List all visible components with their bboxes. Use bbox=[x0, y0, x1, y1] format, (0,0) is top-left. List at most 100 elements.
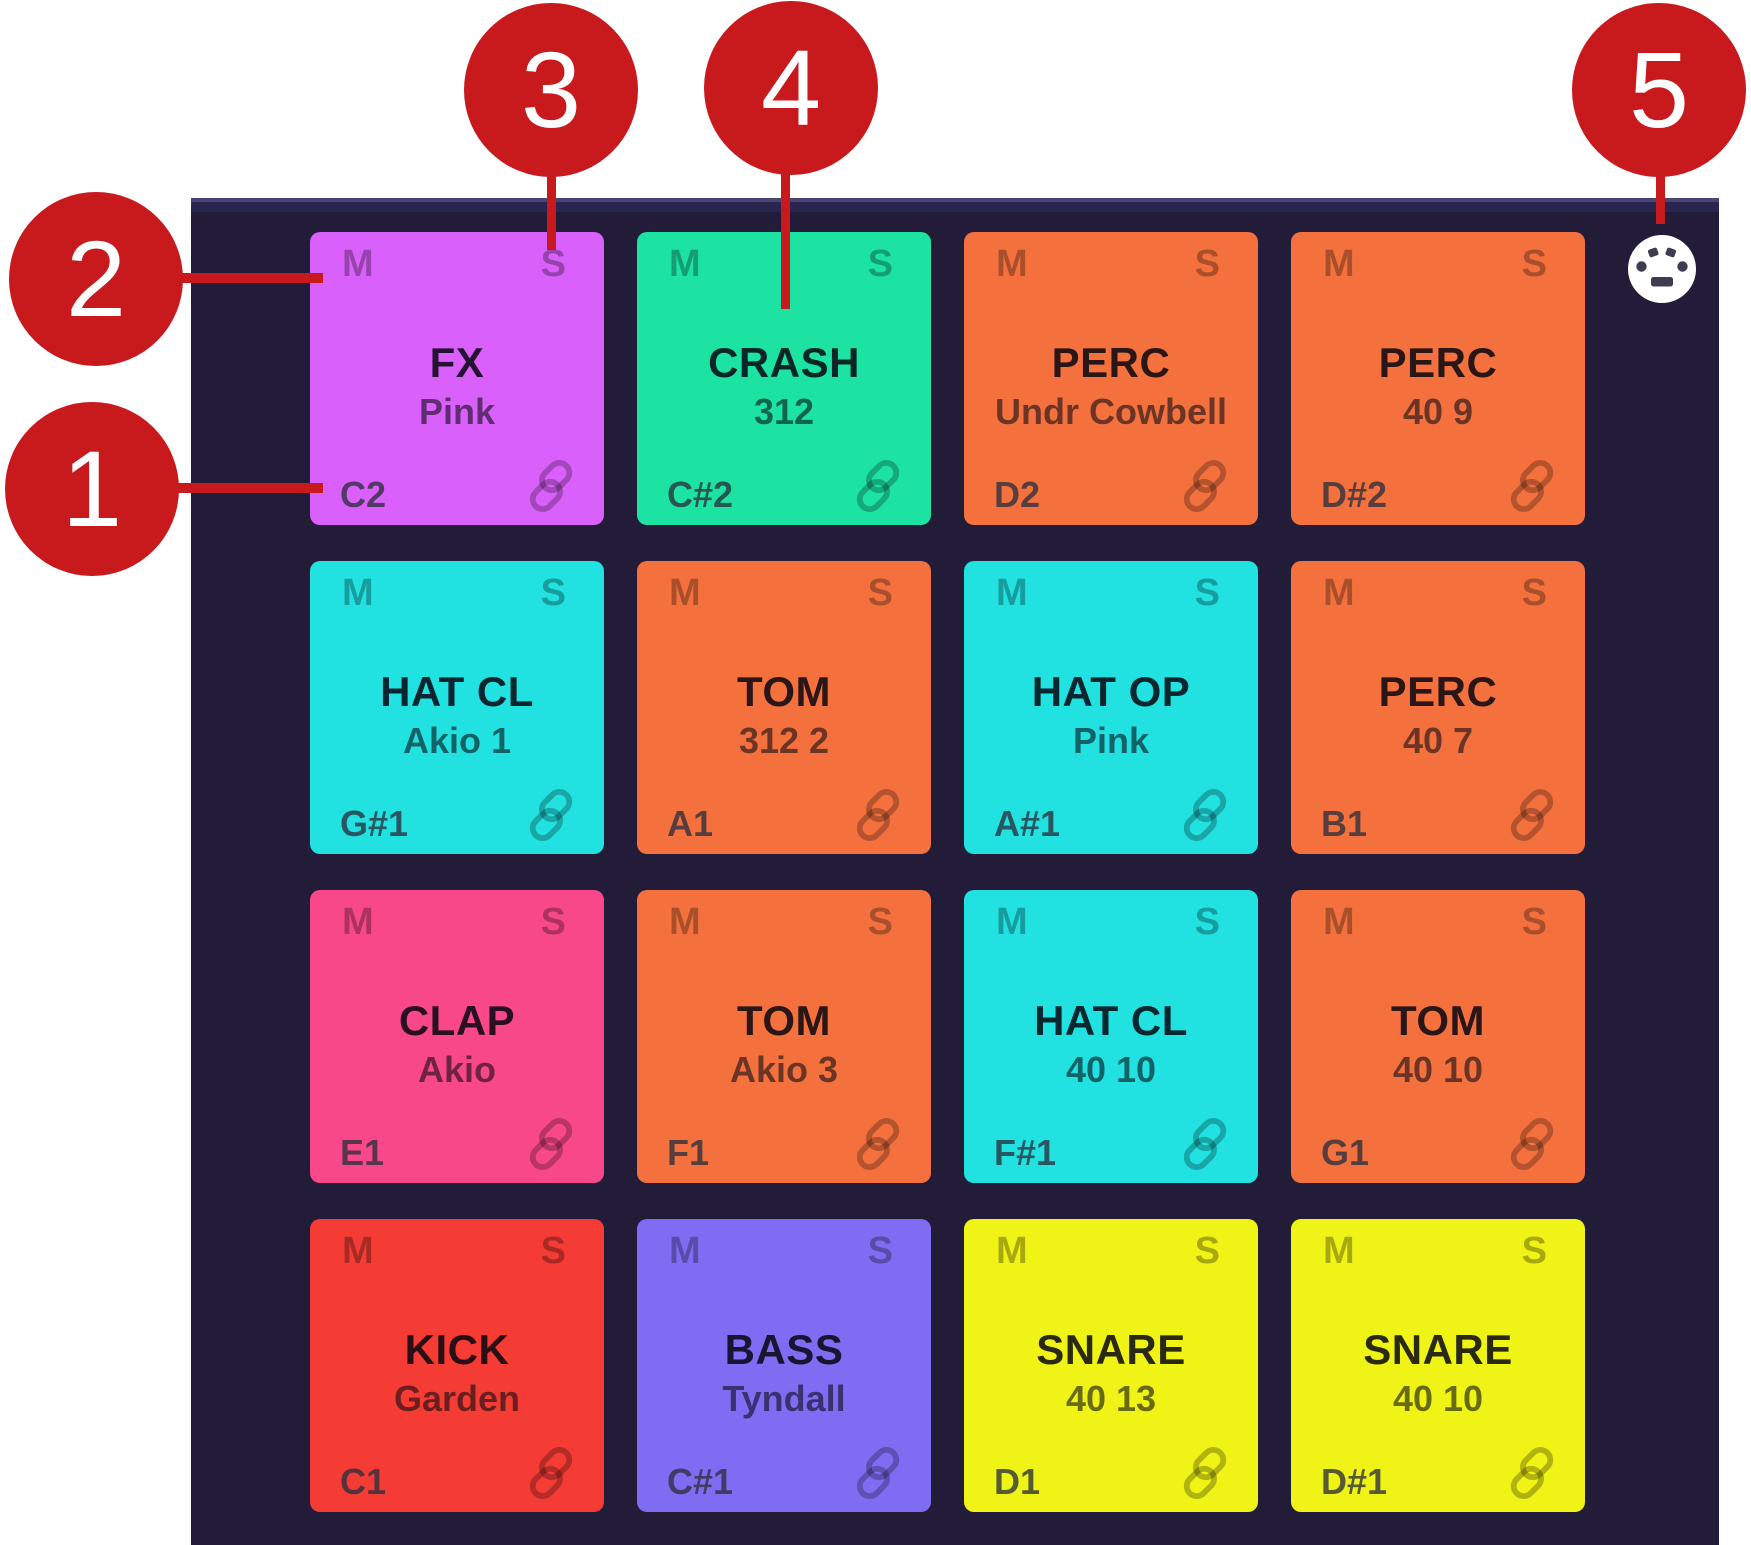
drum-pad[interactable]: M S HAT OP Pink A#1 bbox=[964, 561, 1258, 854]
solo-button[interactable]: S bbox=[867, 572, 893, 614]
mute-button[interactable]: M bbox=[1323, 243, 1355, 285]
link-icon[interactable] bbox=[1176, 457, 1234, 515]
link-icon[interactable] bbox=[1176, 1444, 1234, 1502]
pad-note-label: C#2 bbox=[667, 474, 734, 516]
pad-mute-solo-row: M S bbox=[637, 890, 931, 944]
pad-note-label: E1 bbox=[340, 1132, 385, 1174]
pad-subtitle: Akio 1 bbox=[402, 720, 512, 761]
pad-subtitle: 40 7 bbox=[1402, 720, 1474, 761]
callout-3-line bbox=[547, 168, 556, 250]
mute-button[interactable]: M bbox=[669, 243, 701, 285]
solo-button[interactable]: S bbox=[867, 243, 893, 285]
mute-button[interactable]: M bbox=[669, 572, 701, 614]
callout-2-line bbox=[158, 273, 323, 283]
link-icon[interactable] bbox=[1176, 1115, 1234, 1173]
solo-button[interactable]: S bbox=[540, 243, 566, 285]
mute-button[interactable]: M bbox=[342, 243, 374, 285]
solo-button[interactable]: S bbox=[1521, 572, 1547, 614]
solo-button[interactable]: S bbox=[540, 1230, 566, 1272]
callout-2-badge: 2 bbox=[9, 192, 183, 366]
pad-title-block: PERC 40 9 bbox=[1291, 338, 1585, 434]
pad-footer: C1 bbox=[340, 1444, 580, 1502]
pad-note-label: B1 bbox=[1321, 803, 1368, 845]
pad-name: SNARE bbox=[1363, 1326, 1513, 1373]
pad-note-label: F#1 bbox=[994, 1132, 1057, 1174]
drum-pad[interactable]: M S SNARE 40 13 D1 bbox=[964, 1219, 1258, 1512]
link-icon[interactable] bbox=[1503, 786, 1561, 844]
pad-footer: C#2 bbox=[667, 457, 907, 515]
solo-button[interactable]: S bbox=[1521, 901, 1547, 943]
link-icon[interactable] bbox=[522, 457, 580, 515]
mute-button[interactable]: M bbox=[996, 901, 1028, 943]
solo-button[interactable]: S bbox=[540, 572, 566, 614]
callout-3-number: 3 bbox=[520, 29, 582, 150]
pad-mute-solo-row: M S bbox=[310, 232, 604, 286]
pad-mute-solo-row: M S bbox=[964, 232, 1258, 286]
mute-button[interactable]: M bbox=[669, 901, 701, 943]
drum-pad[interactable]: M S KICK Garden C1 bbox=[310, 1219, 604, 1512]
drum-pad[interactable]: M S HAT CL 40 10 F#1 bbox=[964, 890, 1258, 1183]
solo-button[interactable]: S bbox=[867, 1230, 893, 1272]
mute-button[interactable]: M bbox=[342, 1230, 374, 1272]
solo-button[interactable]: S bbox=[1194, 572, 1220, 614]
link-icon[interactable] bbox=[1503, 1115, 1561, 1173]
pad-footer: D2 bbox=[994, 457, 1234, 515]
link-icon[interactable] bbox=[522, 1444, 580, 1502]
drum-pad[interactable]: M S HAT CL Akio 1 G#1 bbox=[310, 561, 604, 854]
pad-subtitle: 40 10 bbox=[1065, 1049, 1157, 1090]
pad-subtitle: 40 13 bbox=[1065, 1378, 1157, 1419]
solo-button[interactable]: S bbox=[867, 901, 893, 943]
pad-note-label: A#1 bbox=[994, 803, 1061, 845]
mute-button[interactable]: M bbox=[996, 243, 1028, 285]
midi-din-icon bbox=[1628, 235, 1696, 303]
mute-button[interactable]: M bbox=[1323, 1230, 1355, 1272]
pad-grid: M S FX Pink C2 M S CRASH 312 C#2 bbox=[310, 232, 1585, 1512]
solo-button[interactable]: S bbox=[1521, 1230, 1547, 1272]
midi-settings-button[interactable] bbox=[1628, 235, 1696, 303]
pad-name: SNARE bbox=[1036, 1326, 1186, 1373]
link-icon[interactable] bbox=[1503, 1444, 1561, 1502]
pad-title-block: HAT CL Akio 1 bbox=[310, 667, 604, 763]
callout-1-line bbox=[158, 483, 323, 493]
pad-name: PERC bbox=[1378, 668, 1498, 715]
drum-pad[interactable]: M S SNARE 40 10 D#1 bbox=[1291, 1219, 1585, 1512]
pad-note-label: G#1 bbox=[340, 803, 409, 845]
link-icon[interactable] bbox=[849, 1444, 907, 1502]
pad-note-label: C#1 bbox=[667, 1461, 734, 1503]
drum-pad[interactable]: M S PERC 40 9 D#2 bbox=[1291, 232, 1585, 525]
mute-button[interactable]: M bbox=[996, 572, 1028, 614]
mute-button[interactable]: M bbox=[342, 901, 374, 943]
solo-button[interactable]: S bbox=[540, 901, 566, 943]
mute-button[interactable]: M bbox=[669, 1230, 701, 1272]
solo-button[interactable]: S bbox=[1194, 901, 1220, 943]
mute-button[interactable]: M bbox=[1323, 901, 1355, 943]
link-icon[interactable] bbox=[1503, 457, 1561, 515]
callout-2-number: 2 bbox=[65, 218, 127, 339]
pad-mute-solo-row: M S bbox=[310, 1219, 604, 1273]
drum-pad[interactable]: M S PERC Undr Cowbell D2 bbox=[964, 232, 1258, 525]
mute-button[interactable]: M bbox=[996, 1230, 1028, 1272]
drum-pad[interactable]: M S CLAP Akio E1 bbox=[310, 890, 604, 1183]
pad-mute-solo-row: M S bbox=[964, 1219, 1258, 1273]
drum-pad[interactable]: M S TOM Akio 3 F1 bbox=[637, 890, 931, 1183]
drum-pad[interactable]: M S PERC 40 7 B1 bbox=[1291, 561, 1585, 854]
drum-pad[interactable]: M S FX Pink C2 bbox=[310, 232, 604, 525]
pad-title-block: KICK Garden bbox=[310, 1325, 604, 1421]
solo-button[interactable]: S bbox=[1194, 1230, 1220, 1272]
solo-button[interactable]: S bbox=[1194, 243, 1220, 285]
link-icon[interactable] bbox=[1176, 786, 1234, 844]
link-icon[interactable] bbox=[522, 1115, 580, 1173]
link-icon[interactable] bbox=[849, 786, 907, 844]
link-icon[interactable] bbox=[522, 786, 580, 844]
pad-note-label: D2 bbox=[994, 474, 1041, 516]
link-icon[interactable] bbox=[849, 457, 907, 515]
pad-footer: D1 bbox=[994, 1444, 1234, 1502]
link-icon[interactable] bbox=[849, 1115, 907, 1173]
drum-pad[interactable]: M S TOM 40 10 G1 bbox=[1291, 890, 1585, 1183]
solo-button[interactable]: S bbox=[1521, 243, 1547, 285]
mute-button[interactable]: M bbox=[1323, 572, 1355, 614]
drum-pad[interactable]: M S TOM 312 2 A1 bbox=[637, 561, 931, 854]
mute-button[interactable]: M bbox=[342, 572, 374, 614]
drum-pad[interactable]: M S BASS Tyndall C#1 bbox=[637, 1219, 931, 1512]
